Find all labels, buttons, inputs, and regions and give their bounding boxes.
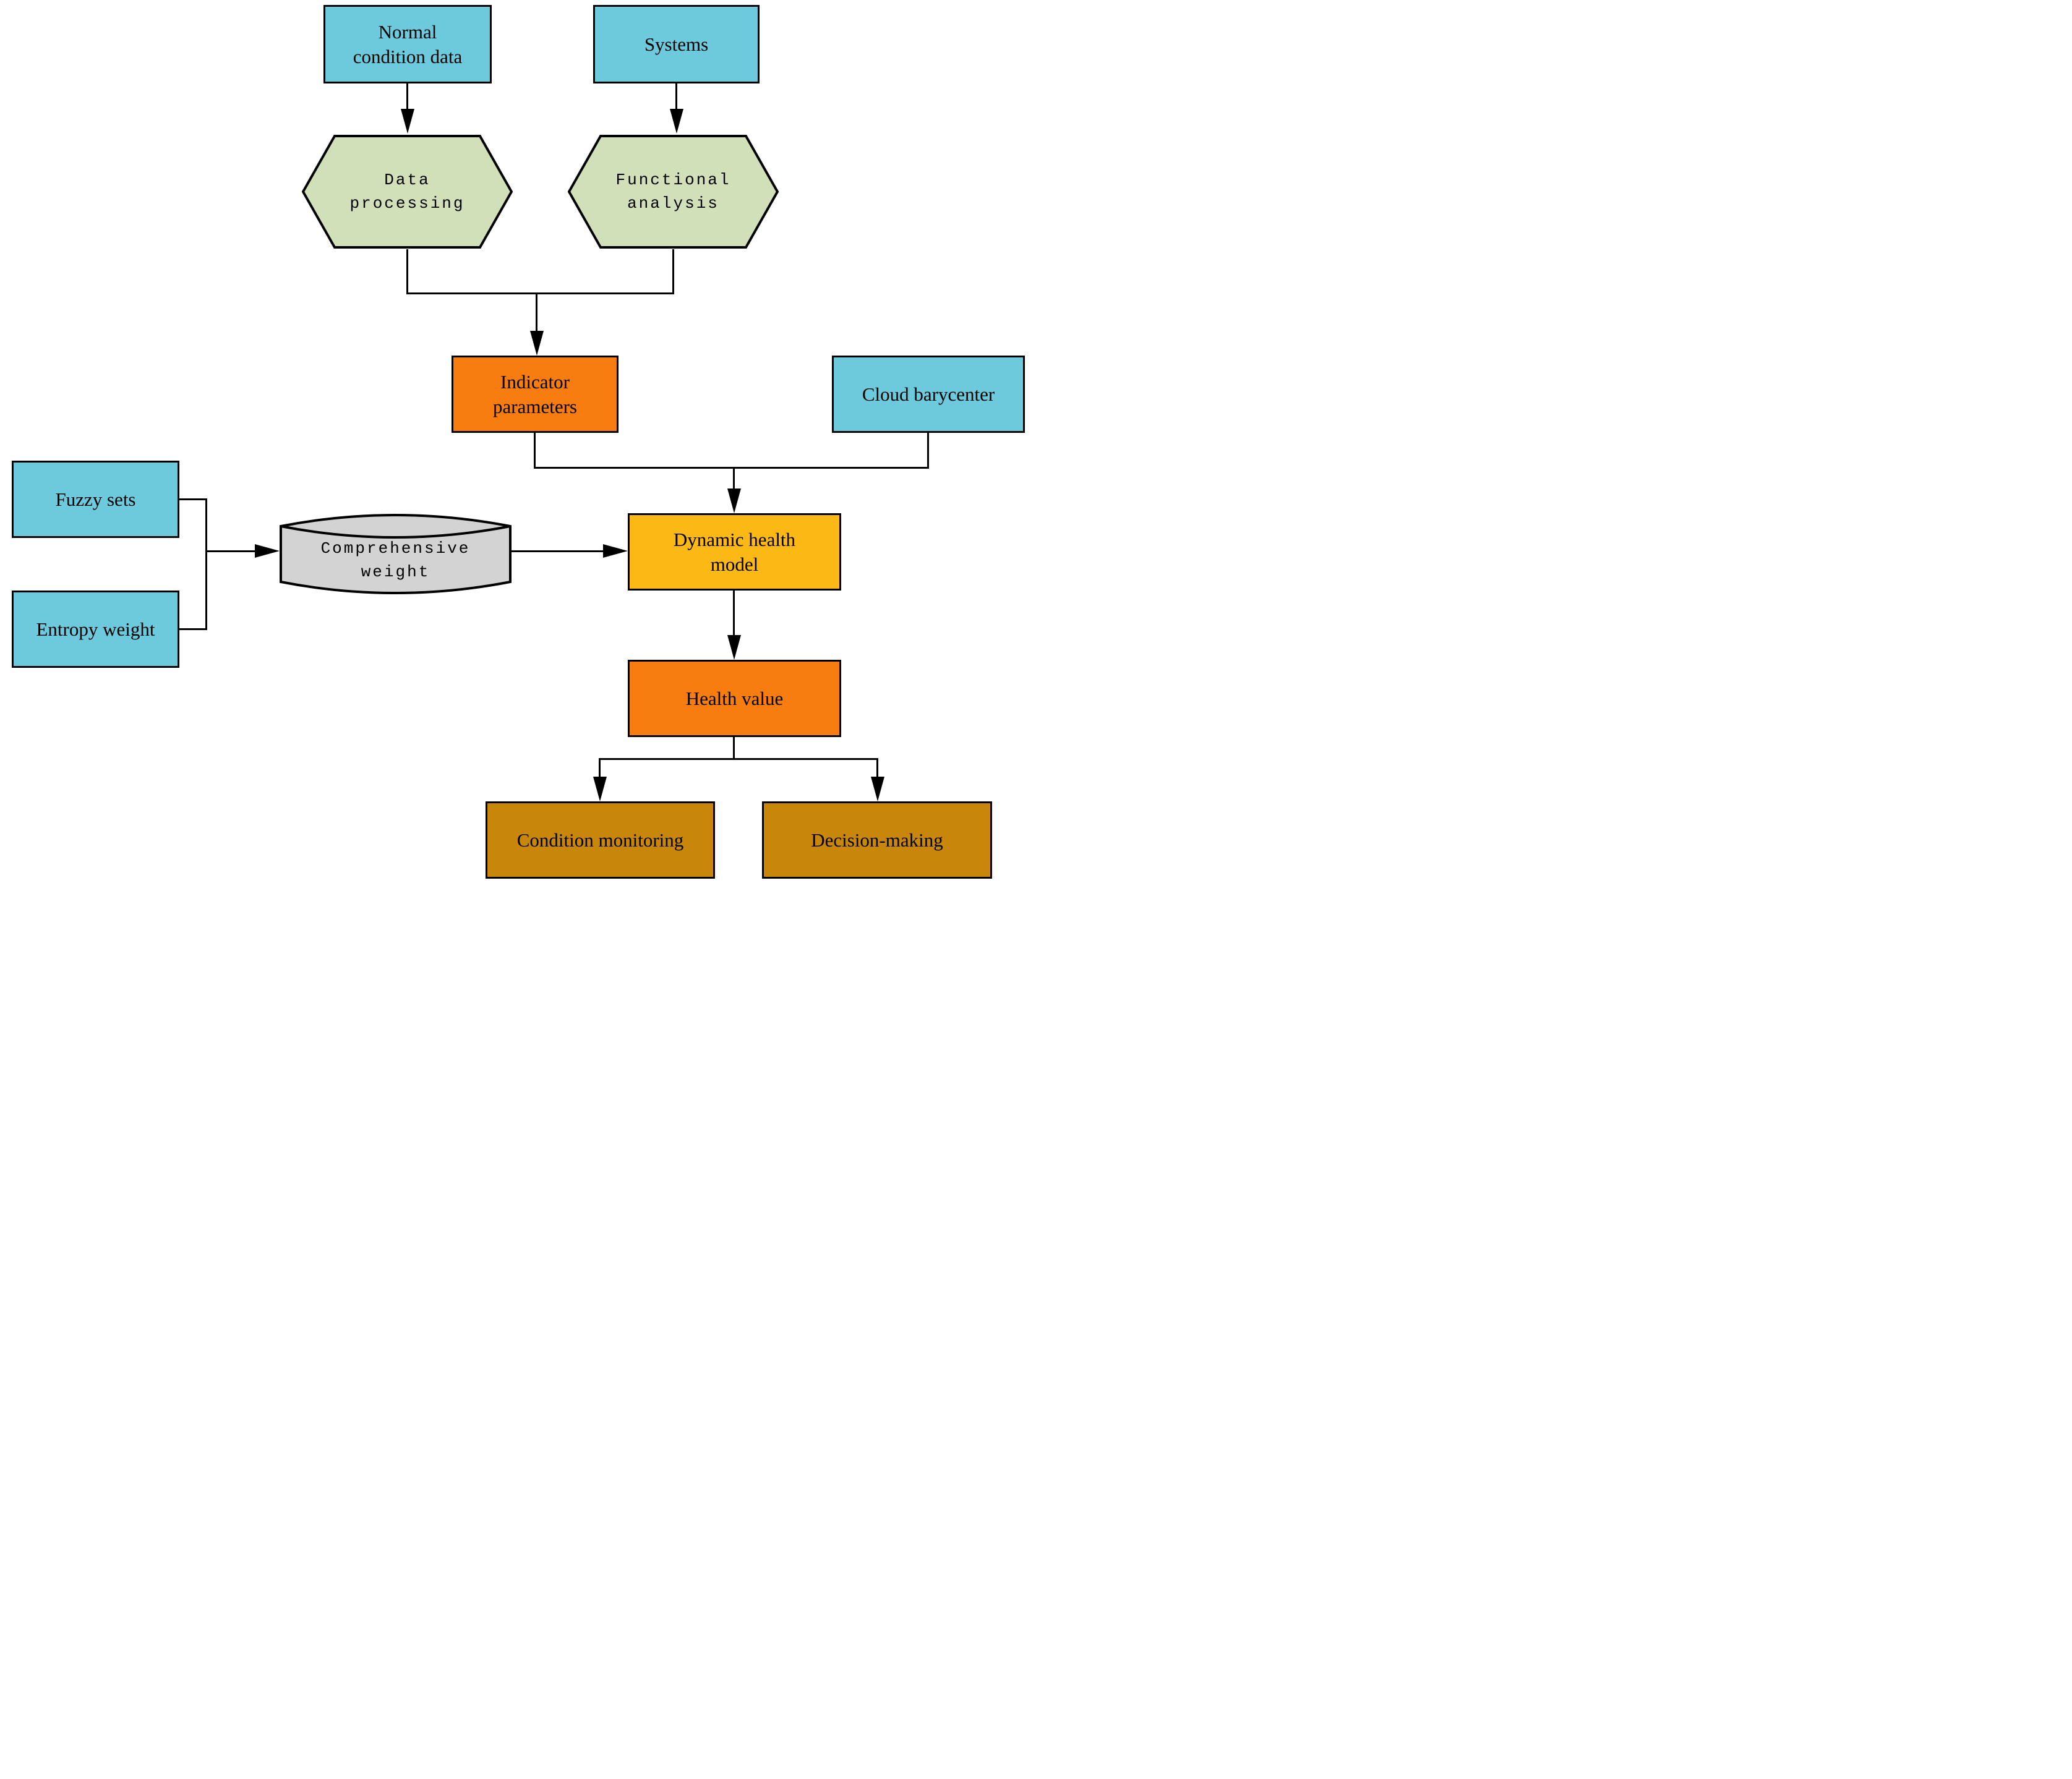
connector-merge2-horizontal <box>534 467 929 469</box>
hexagon-shape <box>568 135 779 249</box>
connector-model-to-health <box>733 591 735 636</box>
arrowhead-down-icon <box>670 109 683 134</box>
connector-systems-to-analysis <box>675 83 677 109</box>
connector-normal-to-processing <box>406 83 408 109</box>
node-label: parameters <box>493 395 577 417</box>
node-cloud-barycenter: Cloud barycenter <box>832 356 1025 433</box>
connector-analysis-down <box>672 249 674 294</box>
node-decision-making: Decision-making <box>762 801 992 879</box>
node-dynamic-health-model: Dynamic health model <box>628 513 841 591</box>
node-entropy-weight: Entropy weight <box>12 591 179 668</box>
hexagon-functional-analysis: Functional analysis <box>568 134 779 249</box>
node-condition-monitoring: Condition monitoring <box>486 801 715 879</box>
node-label: Fuzzy sets <box>55 488 136 510</box>
node-label: Functional <box>615 171 731 189</box>
connector-bracket-vertical <box>205 498 207 630</box>
node-label: Comprehensive <box>320 539 471 558</box>
node-label: weight <box>361 563 430 581</box>
node-fuzzy-sets: Fuzzy sets <box>12 461 179 538</box>
node-normal-condition-data: Normal condition data <box>323 5 492 83</box>
node-systems: Systems <box>593 5 760 83</box>
arrowhead-down-icon <box>871 777 884 801</box>
node-health-value: Health value <box>628 660 841 737</box>
cylinder-shape <box>280 514 512 594</box>
node-label: Cloud barycenter <box>862 383 995 405</box>
arrowhead-down-icon <box>727 635 741 660</box>
node-label: Normal <box>378 20 437 43</box>
hexagon-shape <box>302 135 513 249</box>
node-label: processing <box>349 194 465 213</box>
connector-cloud-down <box>927 433 929 469</box>
connector-merge2-down <box>733 467 735 490</box>
node-indicator-parameters: Indicator parameters <box>452 356 619 433</box>
connector-split-horizontal <box>599 758 878 760</box>
hexagon-label-wrap: Functional analysis <box>568 134 779 249</box>
node-label: Data <box>384 171 430 189</box>
node-label: model <box>710 553 759 575</box>
connector-merge-horizontal <box>406 292 674 294</box>
arrowhead-down-icon <box>401 109 414 134</box>
node-label: condition data <box>353 45 463 67</box>
connector-to-cylinder <box>205 550 256 552</box>
connector-split-left-down <box>599 758 601 778</box>
node-label: Entropy weight <box>36 618 155 640</box>
node-label: Indicator <box>500 370 570 393</box>
hexagon-label-wrap: Data processing <box>302 134 513 249</box>
node-label: Condition monitoring <box>516 829 684 851</box>
connector-health-down <box>733 737 735 760</box>
arrowhead-down-icon <box>593 777 607 801</box>
cylinder-label-wrap: Comprehensive weight <box>280 526 512 594</box>
node-label: Decision-making <box>811 829 943 851</box>
node-label: Dynamic health <box>673 528 796 550</box>
connector-processing-down <box>406 249 408 294</box>
flowchart-canvas: Normal condition data Systems Data proce… <box>0 0 1036 889</box>
arrowhead-right-icon <box>255 544 280 558</box>
arrowhead-right-icon <box>603 544 628 558</box>
cylinder-comprehensive-weight: Comprehensive weight <box>280 510 512 598</box>
arrowhead-down-icon <box>727 488 741 513</box>
hexagon-data-processing: Data processing <box>302 134 513 249</box>
connector-indicator-down <box>534 433 536 469</box>
connector-cylinder-to-model <box>512 550 604 552</box>
node-label: Systems <box>644 33 709 55</box>
connector-entropy-stub <box>179 628 207 630</box>
node-label: Health value <box>685 687 784 709</box>
connector-split-right-down <box>876 758 878 778</box>
connector-merge-down <box>536 292 537 331</box>
connector-fuzzy-stub <box>179 498 207 500</box>
arrowhead-down-icon <box>530 331 544 356</box>
node-label: analysis <box>627 194 719 213</box>
